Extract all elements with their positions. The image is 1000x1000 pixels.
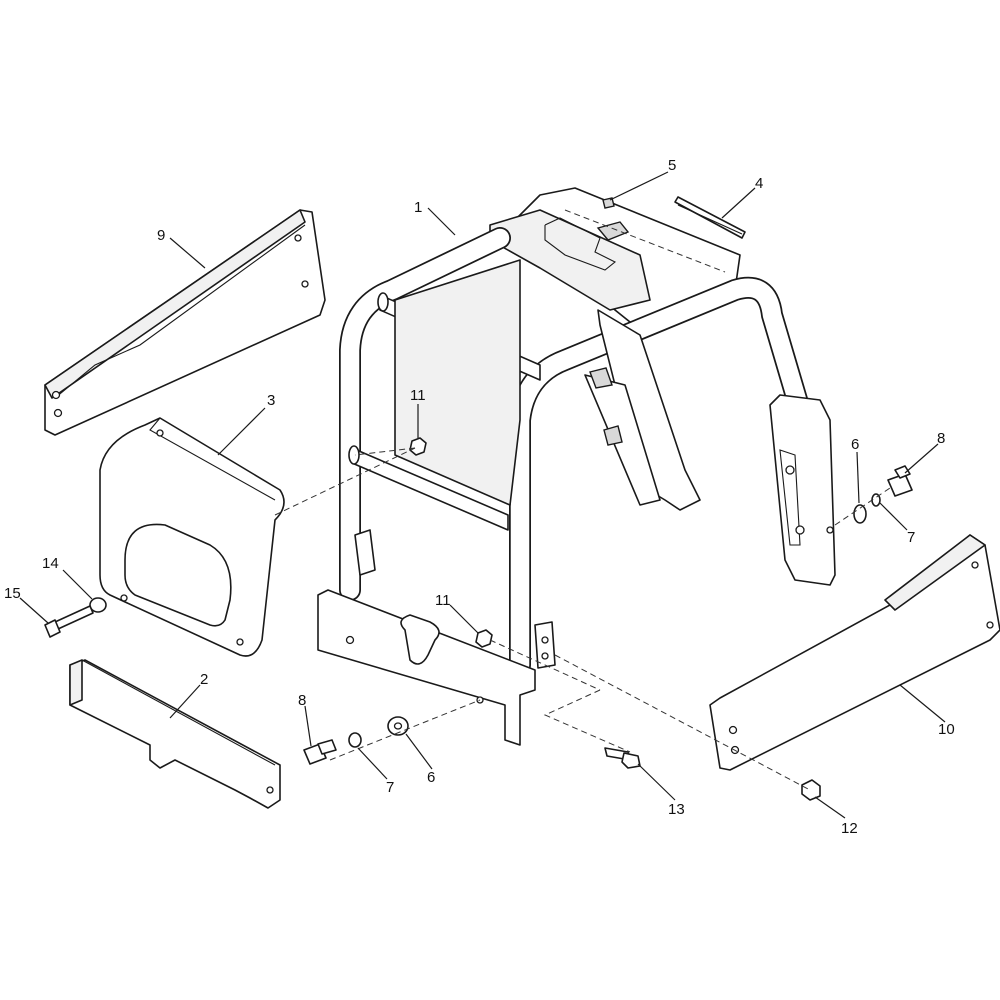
bolt-part-13	[604, 747, 641, 769]
bolt-part-5	[602, 197, 615, 209]
bolt-part-15	[44, 605, 94, 638]
callout-11-upper: 11	[410, 387, 426, 404]
callout-4: 4	[755, 175, 763, 192]
washer-part-6-right	[853, 504, 867, 524]
callout-14: 14	[42, 555, 59, 572]
leader-lines	[19, 171, 946, 819]
lower-guard-part-2	[69, 659, 281, 809]
callout-8-right: 8	[937, 430, 945, 447]
pin-part-4	[674, 196, 746, 239]
fasteners	[44, 197, 913, 801]
callout-11-lower: 11	[435, 592, 451, 609]
callout-1: 1	[414, 199, 422, 216]
callout-12: 12	[841, 820, 858, 837]
roll-frame-part-1	[317, 187, 836, 746]
right-rail-part-10	[709, 534, 1000, 771]
nut-part-11-upper	[409, 437, 427, 456]
bolt-part-8-right	[887, 465, 913, 497]
nut-part-12	[801, 779, 821, 801]
callout-9: 9	[157, 227, 165, 244]
callout-13: 13	[668, 801, 685, 818]
callout-15: 15	[4, 585, 21, 602]
lockwasher-part-7-lower	[348, 732, 362, 748]
callout-8-lower: 8	[298, 692, 306, 709]
callout-2: 2	[200, 671, 208, 688]
side-cover-part-3	[99, 417, 285, 657]
bolt-part-8-lower	[303, 739, 337, 765]
callout-5: 5	[668, 157, 676, 174]
assembly-lines	[274, 447, 891, 791]
callout-labels: 1 2 3 4 5 6 6 7 7 8 8 9 10 11 11 12 13 1…	[4, 157, 955, 837]
callout-3: 3	[267, 392, 275, 409]
nut-part-11-lower	[475, 629, 493, 648]
callout-7-lower: 7	[386, 779, 394, 796]
washer-part-14	[89, 597, 107, 613]
callout-6-right: 6	[851, 436, 859, 453]
callout-10: 10	[938, 721, 955, 738]
left-rail-part-9	[44, 209, 326, 436]
callout-7-right: 7	[907, 529, 915, 546]
callout-6-lower: 6	[427, 769, 435, 786]
